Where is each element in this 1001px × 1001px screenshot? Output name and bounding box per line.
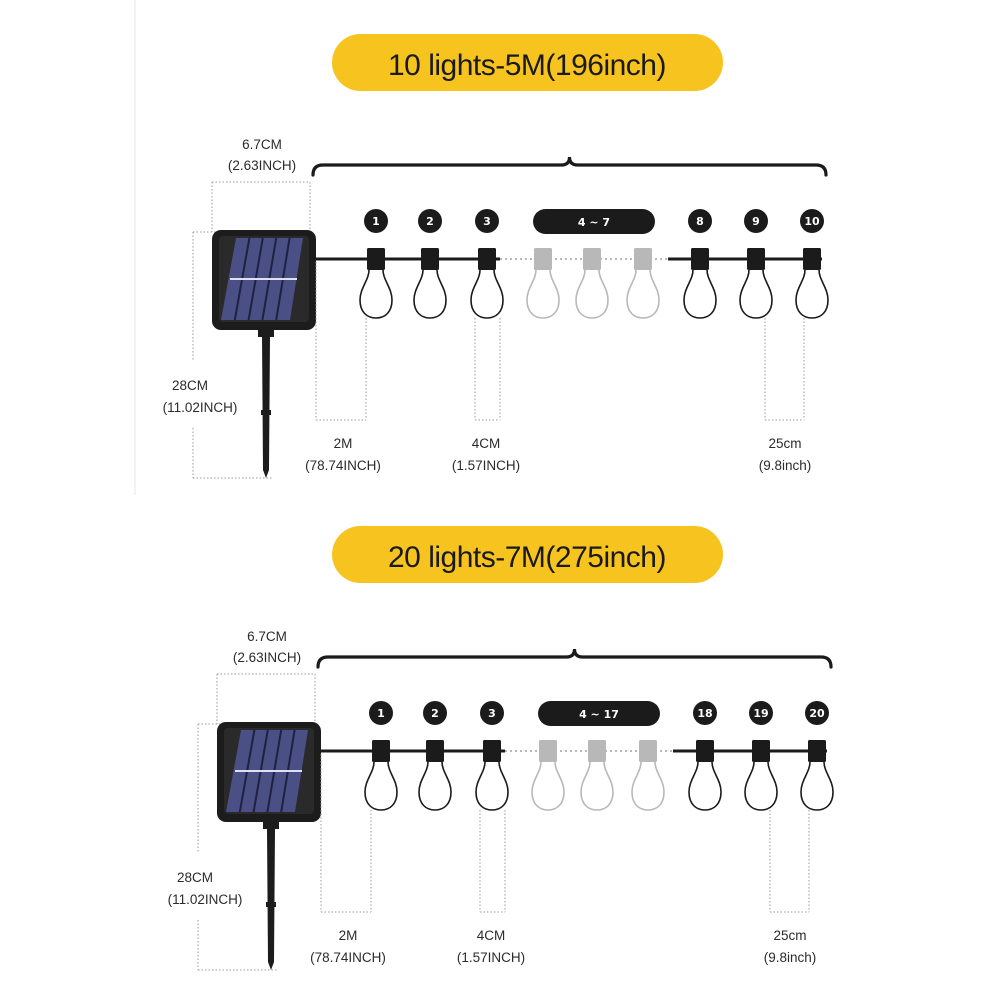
bulb-number-badge (744, 209, 768, 233)
lead-length-inch-label: (78.74INCH) (310, 950, 386, 965)
solar-panel (217, 722, 321, 970)
title-pill (332, 34, 723, 91)
bulb-number: 2 (426, 215, 434, 228)
bulb-number-badge (688, 209, 712, 233)
bulb-number: 3 (488, 707, 496, 720)
stake-height-label: 28CM (177, 870, 213, 885)
bulb-number: 19 (753, 707, 768, 720)
stake-height-label: 28CM (172, 378, 208, 393)
diagram-10-lights: 10 lights-5M(196inch) 6.7CM (2.63INCH) 28CM… (163, 34, 829, 479)
length-bracket (316, 648, 833, 669)
range-badge (533, 209, 655, 234)
panel-width-inch-label: (2.63INCH) (233, 650, 301, 665)
bulb-number: 1 (372, 215, 380, 228)
lead-length-label: 2M (339, 928, 358, 943)
bulb-size-label: 4CM (477, 928, 506, 943)
bulb-number: 2 (431, 707, 439, 720)
bulb-number: 3 (483, 215, 491, 228)
bulb-number-badge (364, 209, 388, 233)
bulb-size-inch-label: (1.57INCH) (457, 950, 525, 965)
panel-mount (263, 819, 279, 829)
stake-barb (261, 410, 271, 415)
range-label: 4 ~ 7 (578, 216, 610, 229)
spacing-inch-label: (9.8inch) (764, 950, 817, 965)
spacing-inch-label: (9.8inch) (759, 458, 812, 473)
solar-panel (212, 230, 316, 478)
bulb-size-label: 4CM (472, 436, 501, 451)
bulb-number-badge (749, 701, 773, 725)
spacing-label: 25cm (768, 436, 801, 451)
stake-barb (266, 902, 276, 907)
bulb-number-badge (480, 701, 504, 725)
panel-width-label: 6.7CM (247, 629, 287, 644)
bulb-number-badge (423, 701, 447, 725)
panel-width-label: 6.7CM (242, 137, 282, 152)
ground-stake (267, 829, 275, 970)
bulb-number-badge (800, 209, 824, 233)
stake-height-inch-label: (11.02INCH) (168, 892, 243, 907)
bulb-size-inch-label: (1.57INCH) (452, 458, 520, 473)
bulb-number-badge (805, 701, 829, 725)
panel-width-inch-label: (2.63INCH) (228, 158, 296, 173)
range-badge (538, 701, 660, 726)
bulb-number: 1 (377, 707, 385, 720)
diagram-title: 10 lights-5M(196inch) (388, 49, 666, 82)
bulb-number-badge (418, 209, 442, 233)
panel-mount (258, 327, 274, 337)
range-label: 4 ~ 17 (579, 708, 619, 721)
bulb-number-badge (369, 701, 393, 725)
bulb-number: 18 (697, 707, 712, 720)
lead-length-label: 2M (334, 436, 353, 451)
title-pill (332, 526, 723, 583)
stake-height-inch-label: (11.02INCH) (163, 400, 238, 415)
bulb-number: 8 (696, 215, 704, 228)
diagram-20-lights: 20 lights-7M(275inch) 6.7CM (2.63INCH) 28CM… (168, 526, 834, 971)
length-bracket (311, 156, 828, 177)
bulb-number-badge (475, 209, 499, 233)
bulb-number: 9 (752, 215, 760, 228)
spacing-label: 25cm (773, 928, 806, 943)
bulb-number: 10 (804, 215, 820, 228)
bulb-number-badge (693, 701, 717, 725)
diagram-title: 20 lights-7M(275inch) (388, 541, 666, 574)
ground-stake (262, 337, 270, 478)
bulb-number: 20 (809, 707, 825, 720)
lead-length-inch-label: (78.74INCH) (305, 458, 381, 473)
